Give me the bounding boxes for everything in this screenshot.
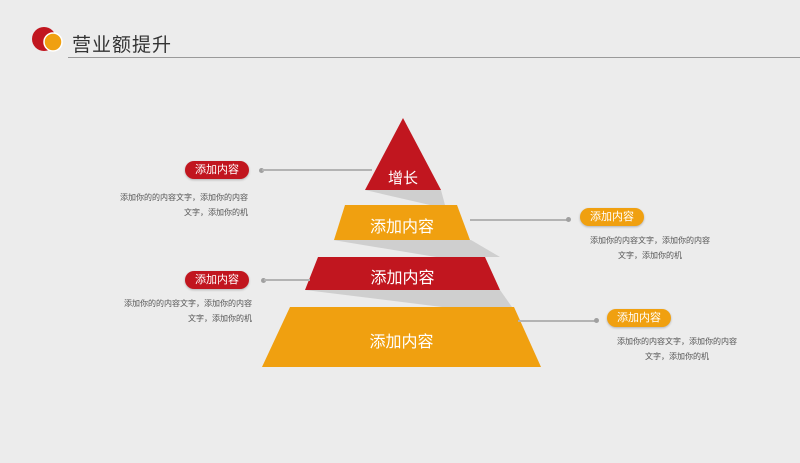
callout-desc-1-line2: 文字，添加你的机 — [184, 208, 248, 217]
callout-desc-4: 添加你的内容文字，添加你的内容 文字，添加你的机 — [607, 334, 747, 364]
callout-desc-4-line1: 添加你的内容文字，添加你的内容 — [617, 337, 737, 346]
callout-desc-3: 添加你的的内容文字，添加你的内容 文字，添加你的机 — [124, 296, 252, 326]
tier-label-3: 添加内容 — [370, 268, 435, 287]
page-title: 营业额提升 — [72, 34, 173, 56]
connector-line-1 — [262, 169, 372, 171]
callout-desc-1: 添加你的的内容文字，添加你的内容 文字，添加你的机 — [120, 190, 248, 220]
tier-label-base: 添加内容 — [369, 332, 434, 351]
callout-desc-2: 添加你的内容文字，添加你的内容 文字，添加你的机 — [580, 233, 720, 263]
pyramid-shadow-2 — [333, 240, 500, 257]
callout-desc-1-line1: 添加你的的内容文字，添加你的内容 — [120, 193, 248, 202]
callout-tag-4: 添加内容 — [607, 309, 671, 327]
connector-line-2 — [470, 219, 568, 221]
connector-dot-2 — [566, 217, 571, 222]
pyramid-shadow-1 — [365, 190, 445, 205]
logo-icon — [32, 27, 63, 52]
callout-desc-3-line2: 文字，添加你的机 — [188, 314, 252, 323]
connector-line-4 — [518, 320, 595, 322]
pyramid-tier-2 — [334, 205, 470, 240]
pyramid-tier-top — [365, 118, 441, 190]
tier-label-top: 增长 — [387, 169, 418, 187]
callout-desc-4-line2: 文字，添加你的机 — [645, 352, 709, 361]
connector-dot-1 — [259, 168, 264, 173]
pyramid-shadow-3 — [305, 290, 512, 307]
pyramid-tier-base — [262, 307, 541, 367]
callout-tag-1: 添加内容 — [185, 161, 249, 179]
callout-desc-2-line2: 文字，添加你的机 — [618, 251, 682, 260]
connector-dot-4 — [594, 318, 599, 323]
callout-desc-2-line1: 添加你的内容文字，添加你的内容 — [590, 236, 710, 245]
callout-desc-3-line1: 添加你的的内容文字，添加你的内容 — [124, 299, 252, 308]
connector-line-3 — [264, 279, 310, 281]
connector-dot-3 — [261, 278, 266, 283]
callout-tag-3: 添加内容 — [185, 271, 249, 289]
callout-tag-2: 添加内容 — [580, 208, 644, 226]
tier-label-2: 添加内容 — [369, 217, 434, 236]
title-divider — [68, 57, 800, 58]
pyramid-tier-3 — [305, 257, 500, 290]
